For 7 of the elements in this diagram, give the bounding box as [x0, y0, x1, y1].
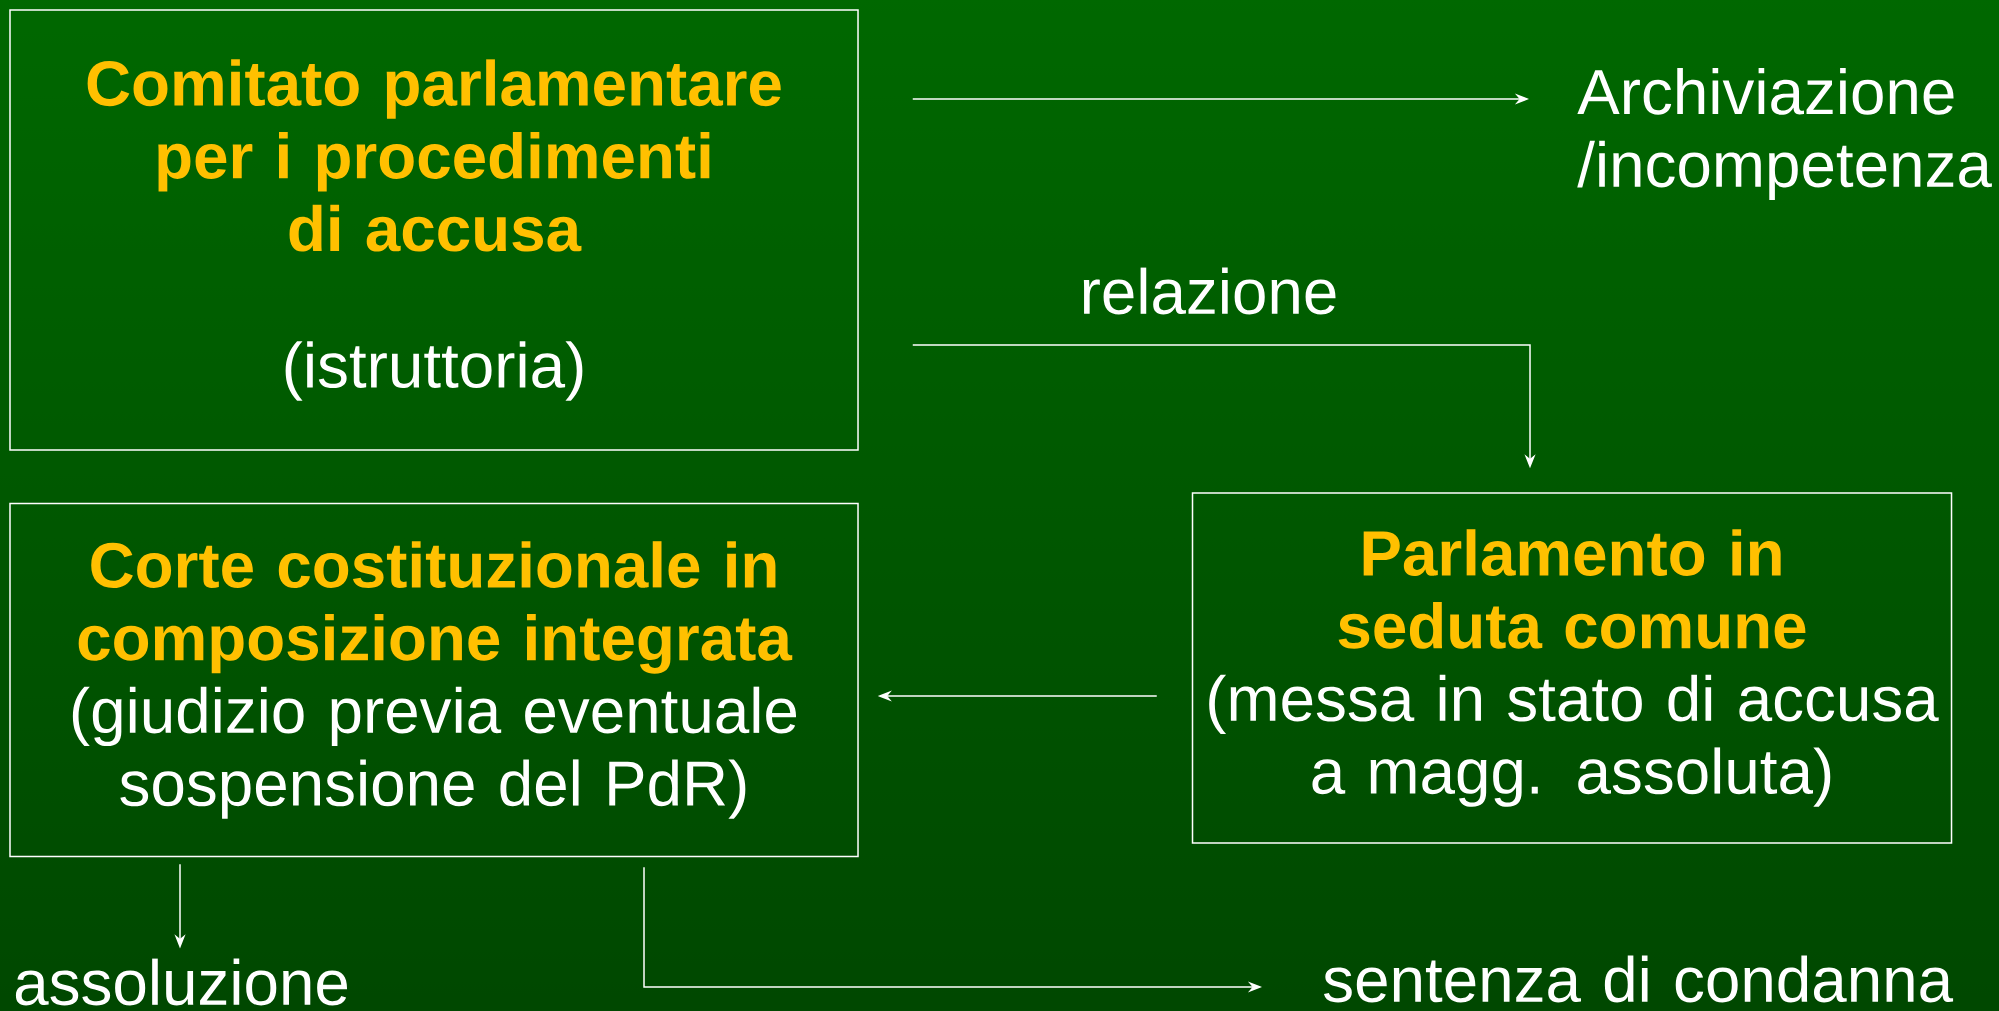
box: Corte costituzionale in composizione integrata (giudizio previa eventuale sospensione del PdR): [9, 502, 859, 858]
outcome-text: sentenza di condanna: [1324, 955, 1954, 1003]
outcome-text: assoluzione: [15, 958, 348, 1006]
box: Comitato parlamentare per i procedimenti di accusa (istruttoria): [9, 9, 859, 451]
edge-label: relazione: [1083, 267, 1336, 315]
box: Parlamento in seduta comune (messa in stato di accusa a magg. assoluta): [1191, 492, 1953, 844]
outcome-text: Archiviazione /incompetenza: [1577, 67, 1992, 201]
